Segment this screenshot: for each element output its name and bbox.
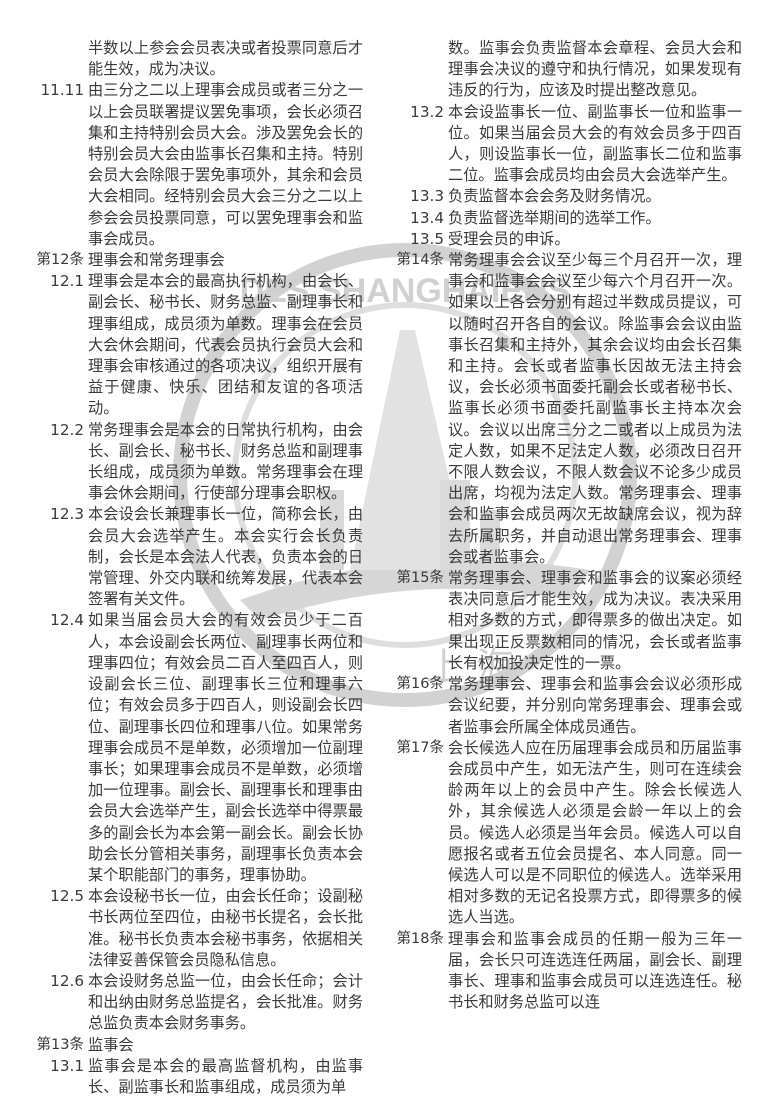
article-number: 第15条 [396,570,444,587]
article-number: 第16条 [396,676,444,693]
article-number: 第18条 [396,930,444,947]
clause-text: 负责监督本会会务及财务情况。 [448,187,661,206]
clause-text: 如果当届会员大会的有效会员少于二百人，本会设副会长两位、副理事长两位和理事四位；… [88,611,363,884]
clause-12-3: 12.3 本会设会长兼理事长一位，简称会长，由会员大会选举产生。本会实行会长负责… [30,504,363,610]
article-text: 常务理事会会议至少每三个月召开一次，理事会和监事会会议至少每六个月召开一次。如果… [448,251,742,566]
clause-number: 13.2 [410,102,444,121]
clause-number: 13.3 [410,187,444,206]
clause-number: 12.6 [50,971,84,990]
clause-13-2: 13.2 本会设监事长一位、副监事长一位和监事一位。如果当届会员大会的有效会员多… [408,102,742,187]
clause-13-1: 13.1 监事会是本会的最高监督机构，由监事长、副监事长和监事组成，成员须为单 [30,1056,363,1098]
article-text: 理事会和监事会成员的任期一般为三年一届，会长只可连选连任两届，副会长、副理事长、… [448,929,742,1012]
clause-12-5: 12.5 本会设秘书长一位，由会长任命；设副秘书长两位至四位，由秘书长提名，会长… [30,886,363,971]
article-16: 第16条 常务理事会、理事会和监事会会议必须形成会议纪要，并分别向常务理事会、理… [397,674,742,738]
article-text: 会长候选人应在历届理事会成员和历届监事会成员中产生，如无法产生，则可在连续会龄两… [448,738,742,927]
clause-number: 12.2 [50,420,84,439]
clause-text: 由三分之二以上理事会成员或者三分之一以上会员联署提议罢免事项，会长必须召集和主持… [88,81,363,248]
article-text: 常务理事会、理事会和监事会的议案必须经表决同意后才能生效，成为决议。表决采用相对… [448,569,742,672]
continuation-text: 数。监事会负责监督本会章程、会员大会和理事会决议的遵守和执行情况，如果发现有违反… [448,39,742,100]
article-number: 第14条 [396,252,444,269]
clause-12-2: 12.2 常务理事会是本会的日常执行机构，由会长、副会长、秘书长、财务总监和副理… [30,420,363,505]
clause-text: 本会设秘书长一位，由会长任命；设副秘书长两位至四位，由秘书长提名，会长批准。秘书… [88,887,363,969]
clause-text: 本会设监事长一位、副监事长一位和监事一位。如果当届会员大会的有效会员多于四百人，… [448,102,742,185]
clause-number: 13.5 [410,229,444,248]
article-text: 常务理事会、理事会和监事会会议必须形成会议纪要，并分别向常务理事会、理事会或者监… [448,675,742,736]
clause-13-5: 13.5 受理会员的申诉。 [408,229,742,250]
clause-text: 监事会是本会的最高监督机构，由监事长、副监事长和监事组成，成员须为单 [88,1056,363,1096]
clause-text: 负责监督选举期间的选举工作。 [448,208,661,227]
clause-text: 本会设财务总监一位，由会长任命；会计和出纳由财务总监提名，会长批准。财务总监负责… [88,971,363,1033]
clause-11-11: 11.11 由三分之二以上理事会成员或者三分之一以上会员联署提议罢免事项，会长必… [30,80,363,250]
clause-text: 理事会是本会的最高执行机构，由会长、副会长、秘书长、财务总监、副理事长和理事组成… [88,272,363,418]
article-number: 第17条 [396,739,444,756]
article-18: 第18条 理事会和监事会成员的任期一般为三年一届，会长只可连选连任两届，副会长、… [397,929,742,1014]
clause-13-4: 13.4 负责监督选举期间的选举工作。 [408,208,742,229]
clause-12-4: 12.4 如果当届会员大会的有效会员少于二百人，本会设副会长两位、副理事长两位和… [30,610,363,886]
article-14: 第14条 常务理事会会议至少每三个月召开一次，理事会和监事会会议至少每六个月召开… [397,250,742,568]
clause-number: 13.4 [410,208,444,227]
article-17: 第17条 会长候选人应在历届理事会成员和历届监事会成员中产生，如无法产生，则可在… [397,738,742,929]
continuation-text: 半数以上参会会员表决或者投票同意后才能生效，成为决议。 [88,39,363,79]
clause-number: 12.5 [50,887,84,906]
clause-text: 受理会员的申诉。 [448,229,570,248]
clause-number: 13.1 [50,1056,84,1075]
article-13-heading: 第13条 监事会 [30,1035,363,1056]
clause-number: 12.1 [50,272,84,291]
clause-12-6: 12.6 本会设财务总监一位，由会长任命；会计和出纳由财务总监提名，会长批准。财… [30,971,363,1035]
clause-13-3: 13.3 负责监督本会会务及财务情况。 [408,186,742,207]
article-12-heading: 第12条 理事会和常务理事会 [30,250,363,271]
clause-number: 11.11 [40,81,84,100]
right-column: 数。监事会负责监督本会章程、会员大会和理事会决议的遵守和执行情况，如果发现有违反… [397,38,742,1014]
clause-text: 常务理事会是本会的日常执行机构，由会长、副会长、秘书长、财务总监和副理事长组成，… [88,420,363,503]
article-15: 第15条 常务理事会、理事会和监事会的议案必须经表决同意后才能生效，成为决议。表… [397,568,742,674]
clause-number: 12.3 [50,505,84,524]
article-number: 第13条 [36,1036,84,1053]
clause-text: 本会设会长兼理事长一位，简称会长，由会员大会选举产生。本会实行会长负责制，会长是… [88,505,363,609]
clause-number: 12.4 [50,611,84,630]
article-title: 理事会和常务理事会 [88,251,225,270]
left-column: 半数以上参会会员表决或者投票同意后才能生效，成为决议。 11.11 由三分之二以… [30,38,363,1098]
article-title: 监事会 [88,1035,134,1054]
article-number: 第12条 [36,252,84,269]
clause-12-1: 12.1 理事会是本会的最高执行机构，由会长、副会长、秘书长、财务总监、副理事长… [30,271,363,419]
